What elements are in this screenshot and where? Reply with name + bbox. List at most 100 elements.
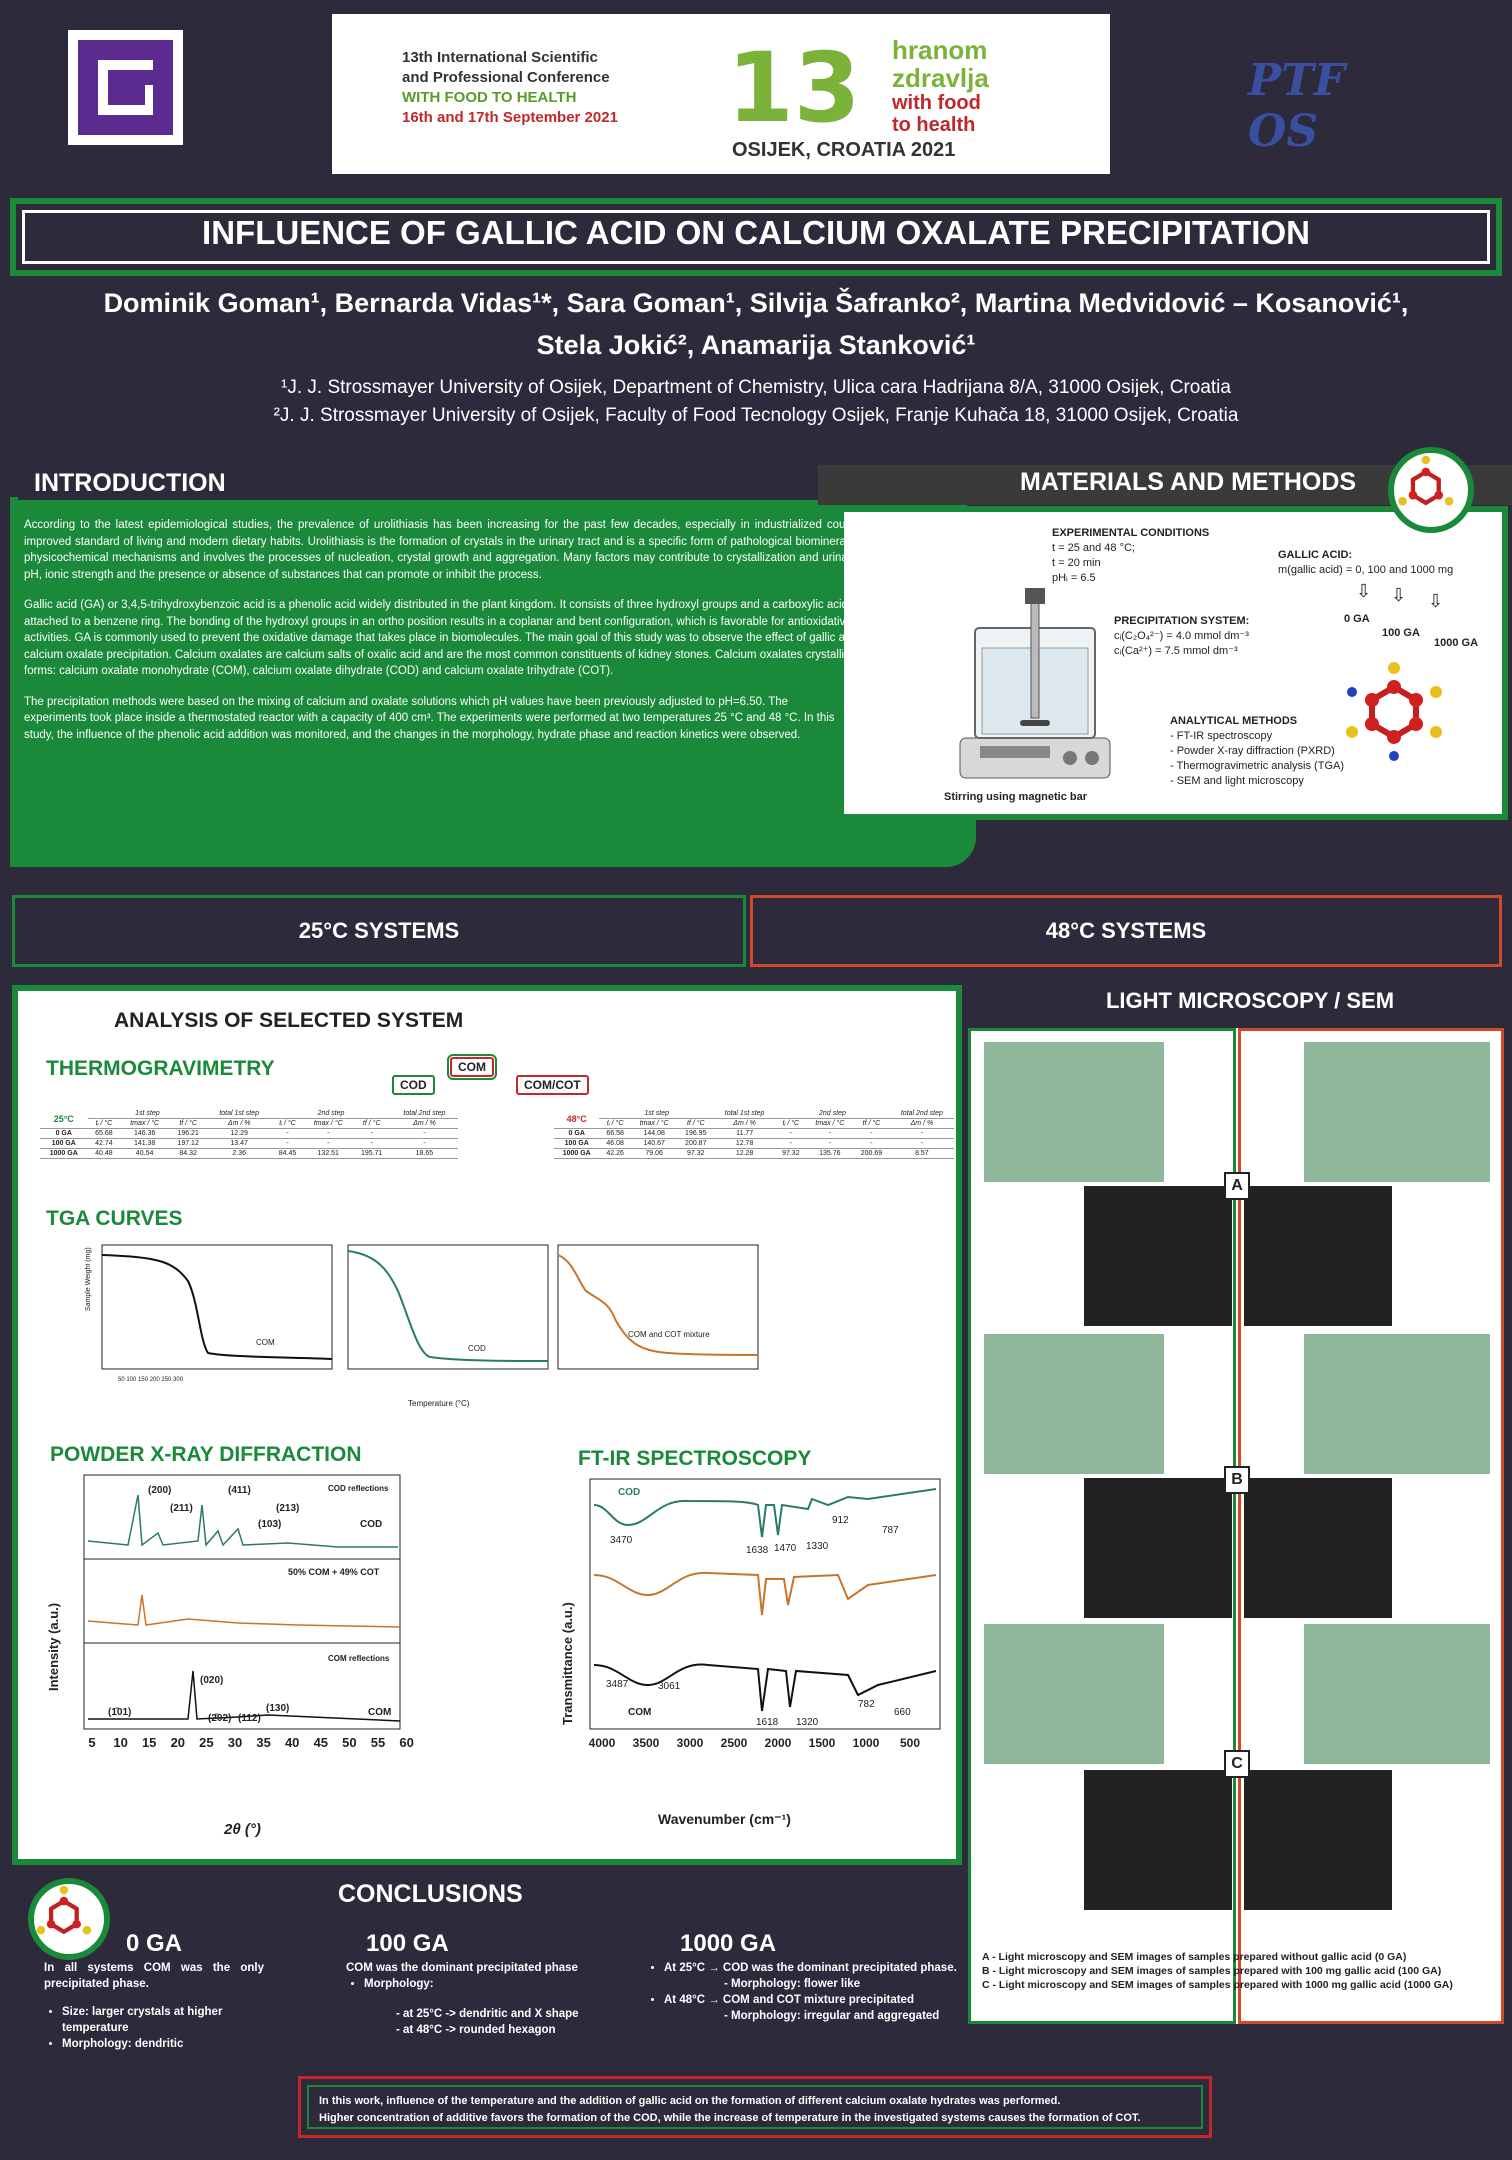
table-cell: 66.58 — [599, 1128, 631, 1139]
table-cell: 140.67 — [630, 1138, 678, 1149]
table-cell: - — [352, 1138, 391, 1149]
table-cell: 1000 GA — [40, 1148, 88, 1159]
light-micrograph — [1304, 1042, 1490, 1182]
svg-text:COD: COD — [360, 1519, 382, 1530]
materials-heading: MATERIALS AND METHODS — [1020, 468, 1357, 496]
conclusions-heading: CONCLUSIONS — [338, 1880, 523, 1908]
conclusion-100ga: 100 GA COM was the dominant precipitated… — [346, 1932, 606, 2038]
tag-com-cot: COM/COT — [516, 1075, 589, 1095]
table-cell: 0 GA — [554, 1128, 600, 1139]
tick-label: 60 — [399, 1735, 413, 1750]
svg-text:(200): (200) — [148, 1485, 171, 1496]
svg-text:660: 660 — [894, 1707, 911, 1718]
table-cell: - — [775, 1138, 807, 1149]
sem-image — [1084, 1478, 1232, 1618]
table-cell: 42.74 — [87, 1138, 121, 1149]
table-cell: 132.51 — [303, 1148, 353, 1159]
intro-paragraph: Gallic acid (GA) or 3,4,5-trihydroxybenz… — [24, 599, 898, 677]
light-micrograph — [1304, 1334, 1490, 1474]
tick-label: 15 — [142, 1735, 156, 1750]
light-micrograph — [984, 1042, 1164, 1182]
table-cell: 100 GA — [554, 1138, 600, 1149]
table-cell: - — [390, 1128, 458, 1139]
svg-text:(020): (020) — [200, 1675, 223, 1686]
conference-banner: 13th International Scientific and Profes… — [332, 14, 1110, 174]
sem-image — [1244, 1770, 1392, 1910]
tick-label: 1000 — [853, 1736, 880, 1750]
tick-label: 4000 — [589, 1736, 616, 1750]
svg-text:50% COM + 49% COT: 50% COM + 49% COT — [288, 1567, 380, 1577]
sem-image — [1244, 1478, 1392, 1618]
tick-label: 1500 — [809, 1736, 836, 1750]
stirring-label: Stirring using magnetic bar — [944, 791, 1088, 803]
conclusion-1000ga: 1000 GA At 25°C → COD was the dominant p… — [640, 1932, 970, 2024]
tick-label: 2500 — [721, 1736, 748, 1750]
tick-label: 500 — [900, 1736, 920, 1750]
table-cell: - — [352, 1128, 391, 1139]
table-cell: 196.95 — [677, 1128, 715, 1139]
svg-text:(112): (112) — [238, 1713, 261, 1724]
svg-text:COD: COD — [468, 1344, 486, 1353]
final-remark: In this work, influence of the temperatu… — [298, 2076, 1212, 2138]
sem-image — [1084, 1186, 1232, 1326]
table-cell: 12.28 — [714, 1148, 776, 1159]
svg-text:Sample Weight (mg): Sample Weight (mg) — [85, 1247, 92, 1311]
title-frame — [10, 198, 1502, 276]
svg-text:3470: 3470 — [610, 1535, 633, 1546]
panel-label-b: B — [1224, 1466, 1250, 1494]
svg-text:COM and COT mixture: COM and COT mixture — [628, 1330, 710, 1339]
table-cell: 146.36 — [120, 1128, 169, 1139]
light-micrograph — [984, 1624, 1164, 1764]
microscopy-heading: LIGHT MICROSCOPY / SEM — [1105, 988, 1395, 1013]
frame-25 — [968, 1028, 1236, 2024]
molecule-icon — [28, 1878, 110, 1960]
intro-paragraph: The precipitation methods were based on … — [24, 695, 835, 741]
svg-text:Intensity (a.u.): Intensity (a.u.) — [46, 1603, 61, 1691]
arrow-down-icon: ⇩ — [1428, 591, 1444, 611]
table-cell: 8.57 — [889, 1148, 954, 1159]
banner-city: OSIJEK, CROATIA 2021 — [732, 139, 956, 161]
banner-number: 13 — [727, 32, 861, 144]
svg-text:787: 787 — [882, 1525, 899, 1536]
svg-text:COM: COM — [368, 1707, 391, 1718]
table-cell: 2.36 — [207, 1148, 272, 1159]
tick-label: 55 — [371, 1735, 385, 1750]
pxrd-heading: POWDER X-RAY DIFFRACTION — [50, 1443, 362, 1466]
tga-curve-cod: COD — [347, 1244, 549, 1370]
table-cell: 13.47 — [207, 1138, 272, 1149]
frame-48 — [1238, 1028, 1504, 2024]
table-cell: 1000 GA — [554, 1148, 600, 1159]
table-cell: 197.12 — [169, 1138, 208, 1149]
tick-label: 20 — [171, 1735, 185, 1750]
light-micrograph — [984, 1334, 1164, 1474]
svg-text:782: 782 — [858, 1699, 875, 1710]
tick-label: 45 — [314, 1735, 328, 1750]
affiliations: ¹J. J. Strossmayer University of Osijek,… — [273, 377, 1239, 426]
analysis-heading: ANALYSIS OF SELECTED SYSTEM — [114, 1009, 464, 1032]
svg-text:1638: 1638 — [746, 1545, 769, 1556]
table-cell: - — [806, 1138, 854, 1149]
table-cell: 195.71 — [352, 1148, 391, 1159]
svg-text:(411): (411) — [228, 1485, 251, 1496]
systems-48-header: 48°C SYSTEMS — [750, 895, 1502, 967]
introduction-body: According to the latest epidemiological … — [10, 497, 976, 867]
svg-text:Transmittance (a.u.): Transmittance (a.u.) — [560, 1602, 575, 1725]
table-cell: - — [271, 1138, 304, 1149]
table-cell: 200.87 — [677, 1138, 715, 1149]
pxrd-chart: Intensity (a.u.) (200) (211) (411) (103)… — [46, 1474, 414, 1750]
table-cell: 144.08 — [630, 1128, 678, 1139]
panel-label-a: A — [1224, 1172, 1250, 1200]
table-cell: 200.69 — [853, 1148, 890, 1159]
systems-25-header: 25°C SYSTEMS — [12, 895, 746, 967]
svg-text:1470: 1470 — [774, 1543, 797, 1554]
table-cell: 40.48 — [87, 1148, 121, 1159]
conclusion-0ga: 0 GA In all systems COM was the only pre… — [44, 1932, 264, 2052]
table-cell: 97.32 — [775, 1148, 807, 1159]
table-cell: 79.06 — [630, 1148, 678, 1159]
tick-label: 50 — [342, 1735, 356, 1750]
table-cell: 42.26 — [599, 1148, 631, 1159]
svg-text:(213): (213) — [276, 1503, 299, 1514]
thermogravimetry-heading: THERMOGRAVIMETRY — [46, 1057, 275, 1080]
experimental-conditions: EXPERIMENTAL CONDITIONS t = 25 and 48 °C… — [1052, 527, 1210, 584]
tick-label: 35 — [256, 1735, 270, 1750]
